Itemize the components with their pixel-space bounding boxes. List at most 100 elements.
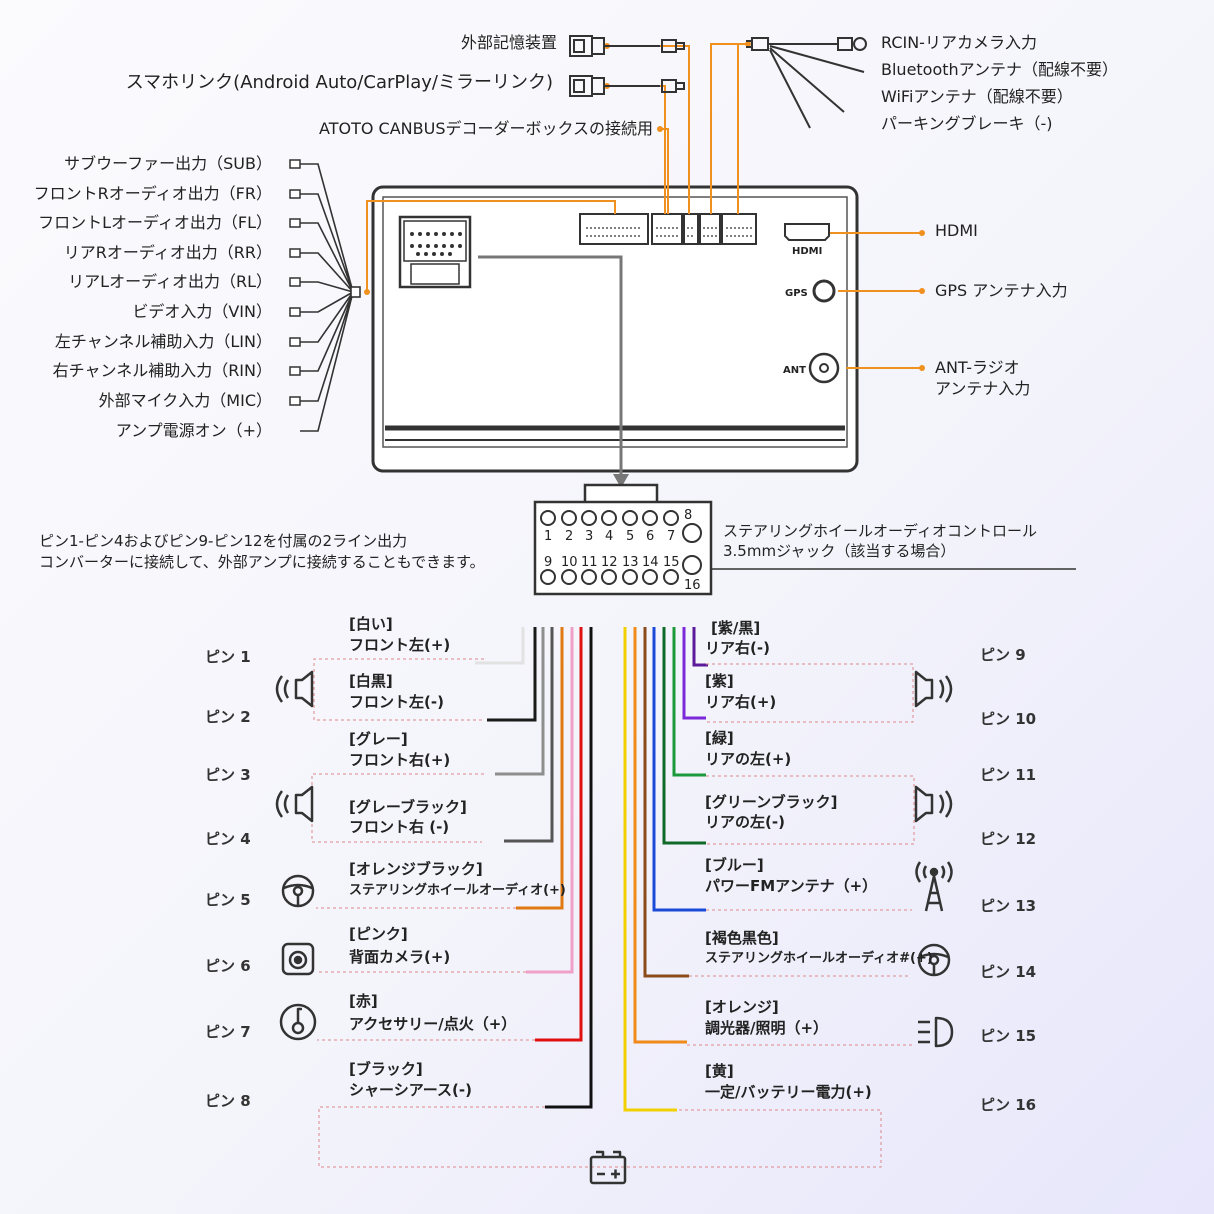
ant-port-label: ANT <box>783 365 806 376</box>
pin-label: ピン 4 <box>205 830 251 848</box>
pin-label: ピン 7 <box>205 1023 251 1041</box>
pin-label: ピン 5 <box>205 891 251 909</box>
connector-pin-number: 9 <box>544 555 553 570</box>
wire-function-label: フロント左(+) <box>349 636 451 654</box>
wire-color-label: [ブルー] <box>705 856 764 874</box>
output-label: フロントLオーディオ出力（FL） <box>38 213 272 232</box>
pin-label: ピン 14 <box>980 963 1037 981</box>
pin-label: ピン 8 <box>205 1092 251 1110</box>
wire-color-label: [黄] <box>705 1062 734 1080</box>
wire-color-label: [グリーンブラック] <box>705 793 838 811</box>
key-icon <box>279 1003 317 1041</box>
output-label: 外部マイク入力（MIC） <box>98 391 272 410</box>
wire-color-label: [グレー] <box>349 730 408 748</box>
steering-wheel-icon <box>917 943 951 977</box>
output-label: リアLオーディオ出力（RL） <box>68 272 272 291</box>
output-label: アンプ電源オン（+） <box>115 421 272 440</box>
speaker-icon <box>275 785 314 823</box>
connector-pin-number: 10 <box>561 555 578 570</box>
rca-plug-icon <box>746 37 867 129</box>
wire-function-label: シャーシアース(-) <box>349 1081 472 1099</box>
wire-color-label: [紫/黒] <box>711 619 761 637</box>
steering-wheel-icon <box>281 874 315 908</box>
battery-icon <box>589 1150 627 1185</box>
wire-function-label: フロント右(+) <box>349 751 451 769</box>
hdmi-label: HDMI <box>935 221 978 240</box>
wire-color-label: [緑] <box>705 729 734 747</box>
pin-label: ピン 9 <box>980 646 1026 664</box>
rcin-label: RCIN-リアカメラ入力 <box>881 33 1037 52</box>
output-label: サブウーファー出力（SUB） <box>64 154 272 173</box>
canbus-label: ATOTO CANBUSデコーダーボックスの接続用 <box>319 119 653 138</box>
hdmi-port-label: HDMI <box>792 246 823 257</box>
ant-radio-label-2: アンテナ入力 <box>935 379 1031 398</box>
speaker-icon <box>275 670 314 708</box>
wire-function-label: パワーFMアンテナ（+） <box>705 877 878 895</box>
note-amp-line1: ピン1-ピン4およびピン9-ピン12を付属の2ライン出力 <box>39 532 408 550</box>
connector-pin-number: 12 <box>601 555 618 570</box>
pin-label: ピン 10 <box>980 710 1037 728</box>
wire-color-label: [白い] <box>349 615 393 633</box>
connector-pin-number: 11 <box>581 555 598 570</box>
antenna-tower-icon <box>915 861 953 912</box>
wire-color-label: [白黒] <box>349 672 393 690</box>
gps-antenna-label: GPS アンテナ入力 <box>935 281 1068 300</box>
wire-function-label: フロント右 (-) <box>349 818 450 836</box>
pin-label: ピン 11 <box>980 766 1037 784</box>
wire-color-label: [赤] <box>349 992 378 1010</box>
pin-label: ピン 1 <box>205 648 251 666</box>
wire-color-label: [ピンク] <box>349 925 408 943</box>
wire-color-label: [褐色黒色] <box>705 929 779 947</box>
camera-icon <box>281 942 315 976</box>
wire-function-label: アクセサリー/点火（+） <box>349 1015 517 1033</box>
wire-function-label: 調光器/照明（+） <box>705 1019 829 1037</box>
wire-color-label: [オレンジ] <box>705 998 779 1016</box>
connector-pin-number: 8 <box>684 508 693 523</box>
external-storage-label: 外部記憶装置 <box>460 33 557 52</box>
wire-color-label: [紫] <box>705 672 734 690</box>
bluetooth-antenna-label: Bluetoothアンテナ（配線不要） <box>881 60 1119 79</box>
head-unit <box>371 185 859 473</box>
pin-label: ピン 6 <box>205 957 251 975</box>
connector-pin-number: 3 <box>585 529 594 544</box>
pin-label: ピン 13 <box>980 897 1037 915</box>
connector-pin-number: 1 <box>544 529 553 544</box>
pin-label: ピン 3 <box>205 766 251 784</box>
connector-pin-number: 13 <box>622 555 639 570</box>
connector-pin-number: 2 <box>565 529 574 544</box>
note-swc-line1: ステアリングホイールオーディオコントロール <box>723 522 1037 540</box>
output-label: フロントRオーディオ出力（FR） <box>33 184 272 203</box>
wire-color-label: [グレーブラック] <box>349 798 467 816</box>
parking-brake-label: パーキングブレーキ（-) <box>881 114 1053 133</box>
connector-pin-number: 14 <box>642 555 659 570</box>
output-label: 左チャンネル補助入力（LIN） <box>54 332 272 351</box>
wire-function-label: ステアリングホイールオーディオ#(+) <box>705 951 933 966</box>
pin-label: ピン 12 <box>980 830 1037 848</box>
connector-pin-number: 15 <box>663 555 680 570</box>
wire-function-label: リアの左(+) <box>705 750 792 768</box>
wire-function-label: リアの左(-) <box>705 813 785 831</box>
wire-color-label: [ブラック] <box>349 1060 423 1078</box>
note-amp-line2: コンバーターに接続して、外部アンプに接続することもできます。 <box>39 553 485 571</box>
connector-pin-number: 16 <box>684 578 701 593</box>
note-swc-line2: 3.5mmジャック（該当する場合） <box>723 542 956 560</box>
wire-function-label: 背面カメラ(+) <box>349 948 451 966</box>
connector-pin-number: 6 <box>646 529 655 544</box>
pin-label: ピン 15 <box>980 1027 1037 1045</box>
output-label: 右チャンネル補助入力（RIN） <box>52 361 272 380</box>
wire-function-label: リア右(+) <box>705 693 777 711</box>
wire-color-label: [オレンジブラック] <box>349 860 483 878</box>
headlight-icon <box>918 1016 954 1048</box>
gps-port-label: GPS <box>785 288 808 299</box>
wire-function-label: フロント左(-) <box>349 693 444 711</box>
ant-radio-label: ANT-ラジオ <box>935 358 1020 377</box>
usb-plug-icon <box>569 35 685 97</box>
wire-function-label: ステアリングホイールオーディオ(+) <box>349 883 566 898</box>
connector-pin-number: 4 <box>605 529 614 544</box>
connector-pin-number: 7 <box>667 529 676 544</box>
wifi-antenna-label: WiFiアンテナ（配線不要） <box>881 87 1073 106</box>
hdmi-port-icon <box>784 223 830 241</box>
output-label: ビデオ入力（VIN） <box>132 302 272 321</box>
wire-function-label: 一定/バッテリー電力(+) <box>705 1083 872 1101</box>
